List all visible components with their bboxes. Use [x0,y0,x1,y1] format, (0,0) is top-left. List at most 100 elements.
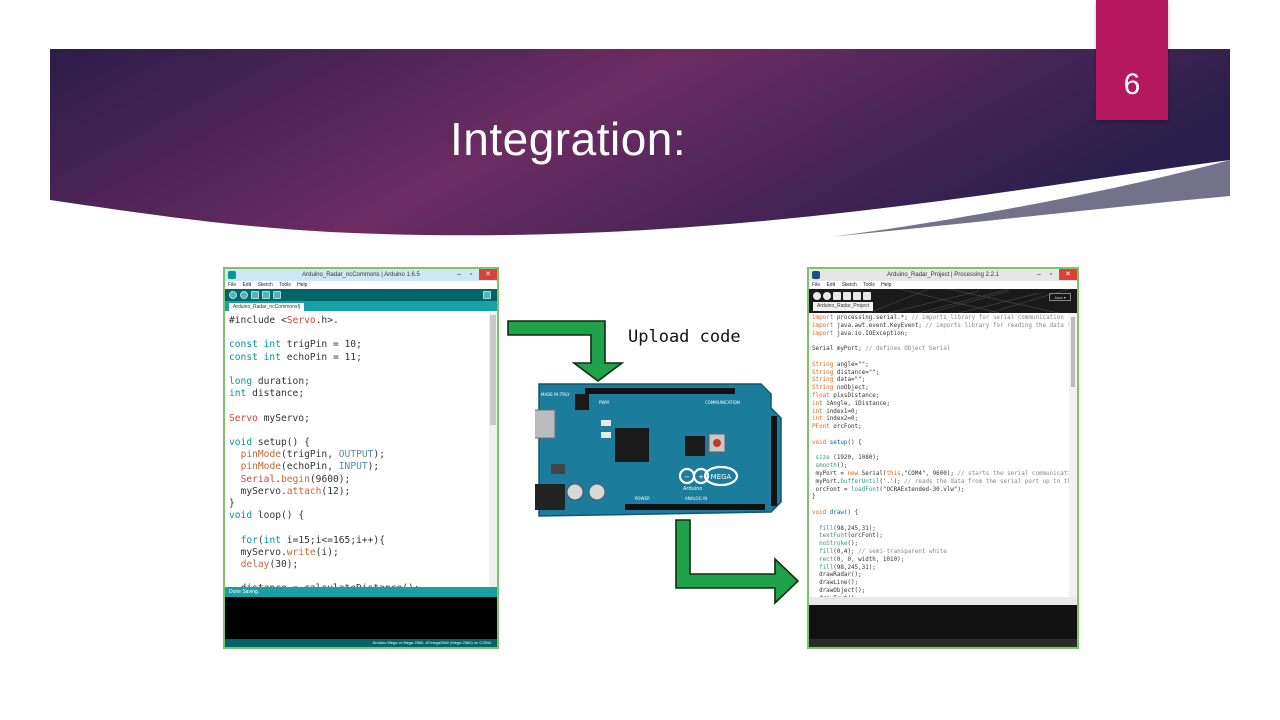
code-line: String noObject; [812,385,869,392]
arduino-window-titlebar[interactable]: Arduino_Radar_ncCommons | Arduino 1.6.5 … [225,269,497,281]
code-line: smooth(); [815,463,848,470]
arduino-app-icon [228,271,236,279]
minimize-icon[interactable]: – [457,271,461,278]
tab-sketch[interactable]: Arduino_Radar_ncCommons§ [229,303,305,311]
menu-item[interactable]: File [228,282,237,288]
code-line: void draw() { [812,509,859,516]
board-analog-label: ANALOG IN [685,496,707,501]
code-line: import processing.serial.*; // imports l… [812,315,1064,321]
code-line: noStroke(); [819,541,859,548]
upload-icon[interactable] [240,291,248,299]
scrollbar-thumb[interactable] [490,315,496,425]
menu-item[interactable]: Edit [242,282,252,288]
new-icon[interactable] [251,291,259,299]
board-made-in-label: MADE IN ITALY [541,392,570,397]
code-line [812,432,1066,440]
processing-window-titlebar[interactable]: Arduino_Radar_Project | Processing 2.2.1… [809,269,1077,281]
run-icon[interactable] [813,292,821,300]
board-pwm-label: PWM [599,400,609,405]
code-line: int iAngle, iDistance; [812,400,891,407]
slide-title: Integration: [450,113,687,165]
processing-footer [809,639,1077,647]
arduino-toolbar [225,289,497,301]
upload-code-label: Upload code [628,327,741,347]
board-communication-label: COMMUNICATION [705,400,740,405]
svg-text:+: + [698,473,704,481]
code-line: int index2=0; [812,416,859,423]
toolbar-pattern [869,289,1069,313]
save-icon[interactable] [853,292,861,300]
processing-toolbar: Java ▾ Arduino_Radar_Project [809,289,1077,313]
processing-console [809,605,1077,639]
processing-window-title: Arduino_Radar_Project | Processing 2.2.1 [887,272,999,278]
menu-item[interactable]: Tools [863,282,875,288]
arduino-footer: Arduino Mega or Mega 2560, ATmega2560 (M… [225,639,497,647]
code-line: PFont orcFont; [812,424,862,431]
code-line: myPort.bufferUntil('.'); // reads the da… [812,478,1069,485]
code-line: textFont(orcFont); [819,533,883,540]
stop-icon[interactable] [823,292,831,300]
verify-icon[interactable] [229,291,237,299]
menu-item[interactable]: Edit [826,282,836,288]
mode-selector[interactable]: Java ▾ [1049,293,1071,301]
arduino-ide-window[interactable]: Arduino_Radar_ncCommons | Arduino 1.6.5 … [223,267,499,649]
code-line: drawText(); [812,596,1066,597]
arduino-window-title: Arduino_Radar_ncCommons | Arduino 1.6.5 [302,272,420,278]
code-line: } [229,498,235,510]
maximize-icon[interactable]: ▫ [469,271,473,278]
tab-sketch[interactable]: Arduino_Radar_Project [813,302,873,311]
code-line: void setup() { [229,437,310,449]
menu-item[interactable]: Help [881,282,892,288]
code-line: import java.io.IOException; [812,330,908,337]
code-line: distance = calculateDistance(); [229,583,485,587]
code-line: pinMode(trigPin, OUTPUT); [240,449,385,461]
code-line: String data=""; [812,377,866,384]
code-line: long duration; [229,376,310,388]
open-icon[interactable] [843,292,851,300]
code-line: fill(0,4); // semi-transparent white [819,548,947,555]
processing-horizontal-scrollbar[interactable] [809,597,1077,605]
export-icon[interactable] [863,292,871,300]
code-line: int distance; [229,388,305,400]
serial-monitor-icon[interactable] [483,291,491,299]
arduino-code-editor[interactable]: #include <Servo.h>. const int trigPin = … [225,311,489,587]
menu-item[interactable]: Sketch [841,282,857,288]
arduino-scrollbar[interactable] [489,311,497,587]
save-icon[interactable] [273,291,281,299]
code-line: const int echoPin = 11; [229,351,362,363]
code-line: myPort = new Serial(this,"COM4", 9600); … [812,470,1069,477]
processing-scrollbar[interactable] [1069,313,1077,597]
close-icon[interactable]: ✕ [1059,269,1077,280]
arduino-mega-board: − + MEGA Arduino MADE IN ITALY PWM COMMU… [535,383,782,517]
code-line: myServo.write(i); [229,546,339,558]
code-line: String angle=""; [812,361,869,368]
code-line: orcFont = loadFont("OCRAExtended-30.vlw"… [812,486,965,493]
minimize-icon[interactable]: – [1037,271,1041,278]
code-line: } [812,494,816,501]
open-icon[interactable] [262,291,270,299]
code-line: #include <Servo.h>. [229,315,339,326]
menu-item[interactable]: File [812,282,821,288]
code-line: import java.awt.event.KeyEvent; // impor… [812,322,1069,329]
arduino-menubar: File Edit Sketch Tools Help [225,281,497,289]
code-line: fill(98,245,31); [819,564,876,571]
processing-ide-window[interactable]: Arduino_Radar_Project | Processing 2.2.1… [807,267,1079,649]
board-model-text: MEGA [711,473,732,481]
board-brand-text: Arduino [683,486,702,492]
menu-item[interactable]: Help [297,282,308,288]
code-line [812,448,1066,456]
code-line: int index1=0; [812,408,859,415]
code-line: pinMode(echoPin, INPUT); [240,461,380,473]
title-banner [50,49,1230,237]
new-icon[interactable] [833,292,841,300]
scrollbar-thumb[interactable] [1071,317,1075,387]
board-power-label: POWER [635,496,650,501]
menu-item[interactable]: Tools [279,282,291,288]
close-icon[interactable]: ✕ [479,269,497,280]
processing-code-editor[interactable]: import processing.serial.*; // imports l… [809,313,1069,597]
code-line [812,502,1066,510]
maximize-icon[interactable]: ▫ [1049,271,1053,278]
menu-item[interactable]: Sketch [257,282,273,288]
processing-menubar: File Edit Sketch Tools Help [809,281,1077,289]
